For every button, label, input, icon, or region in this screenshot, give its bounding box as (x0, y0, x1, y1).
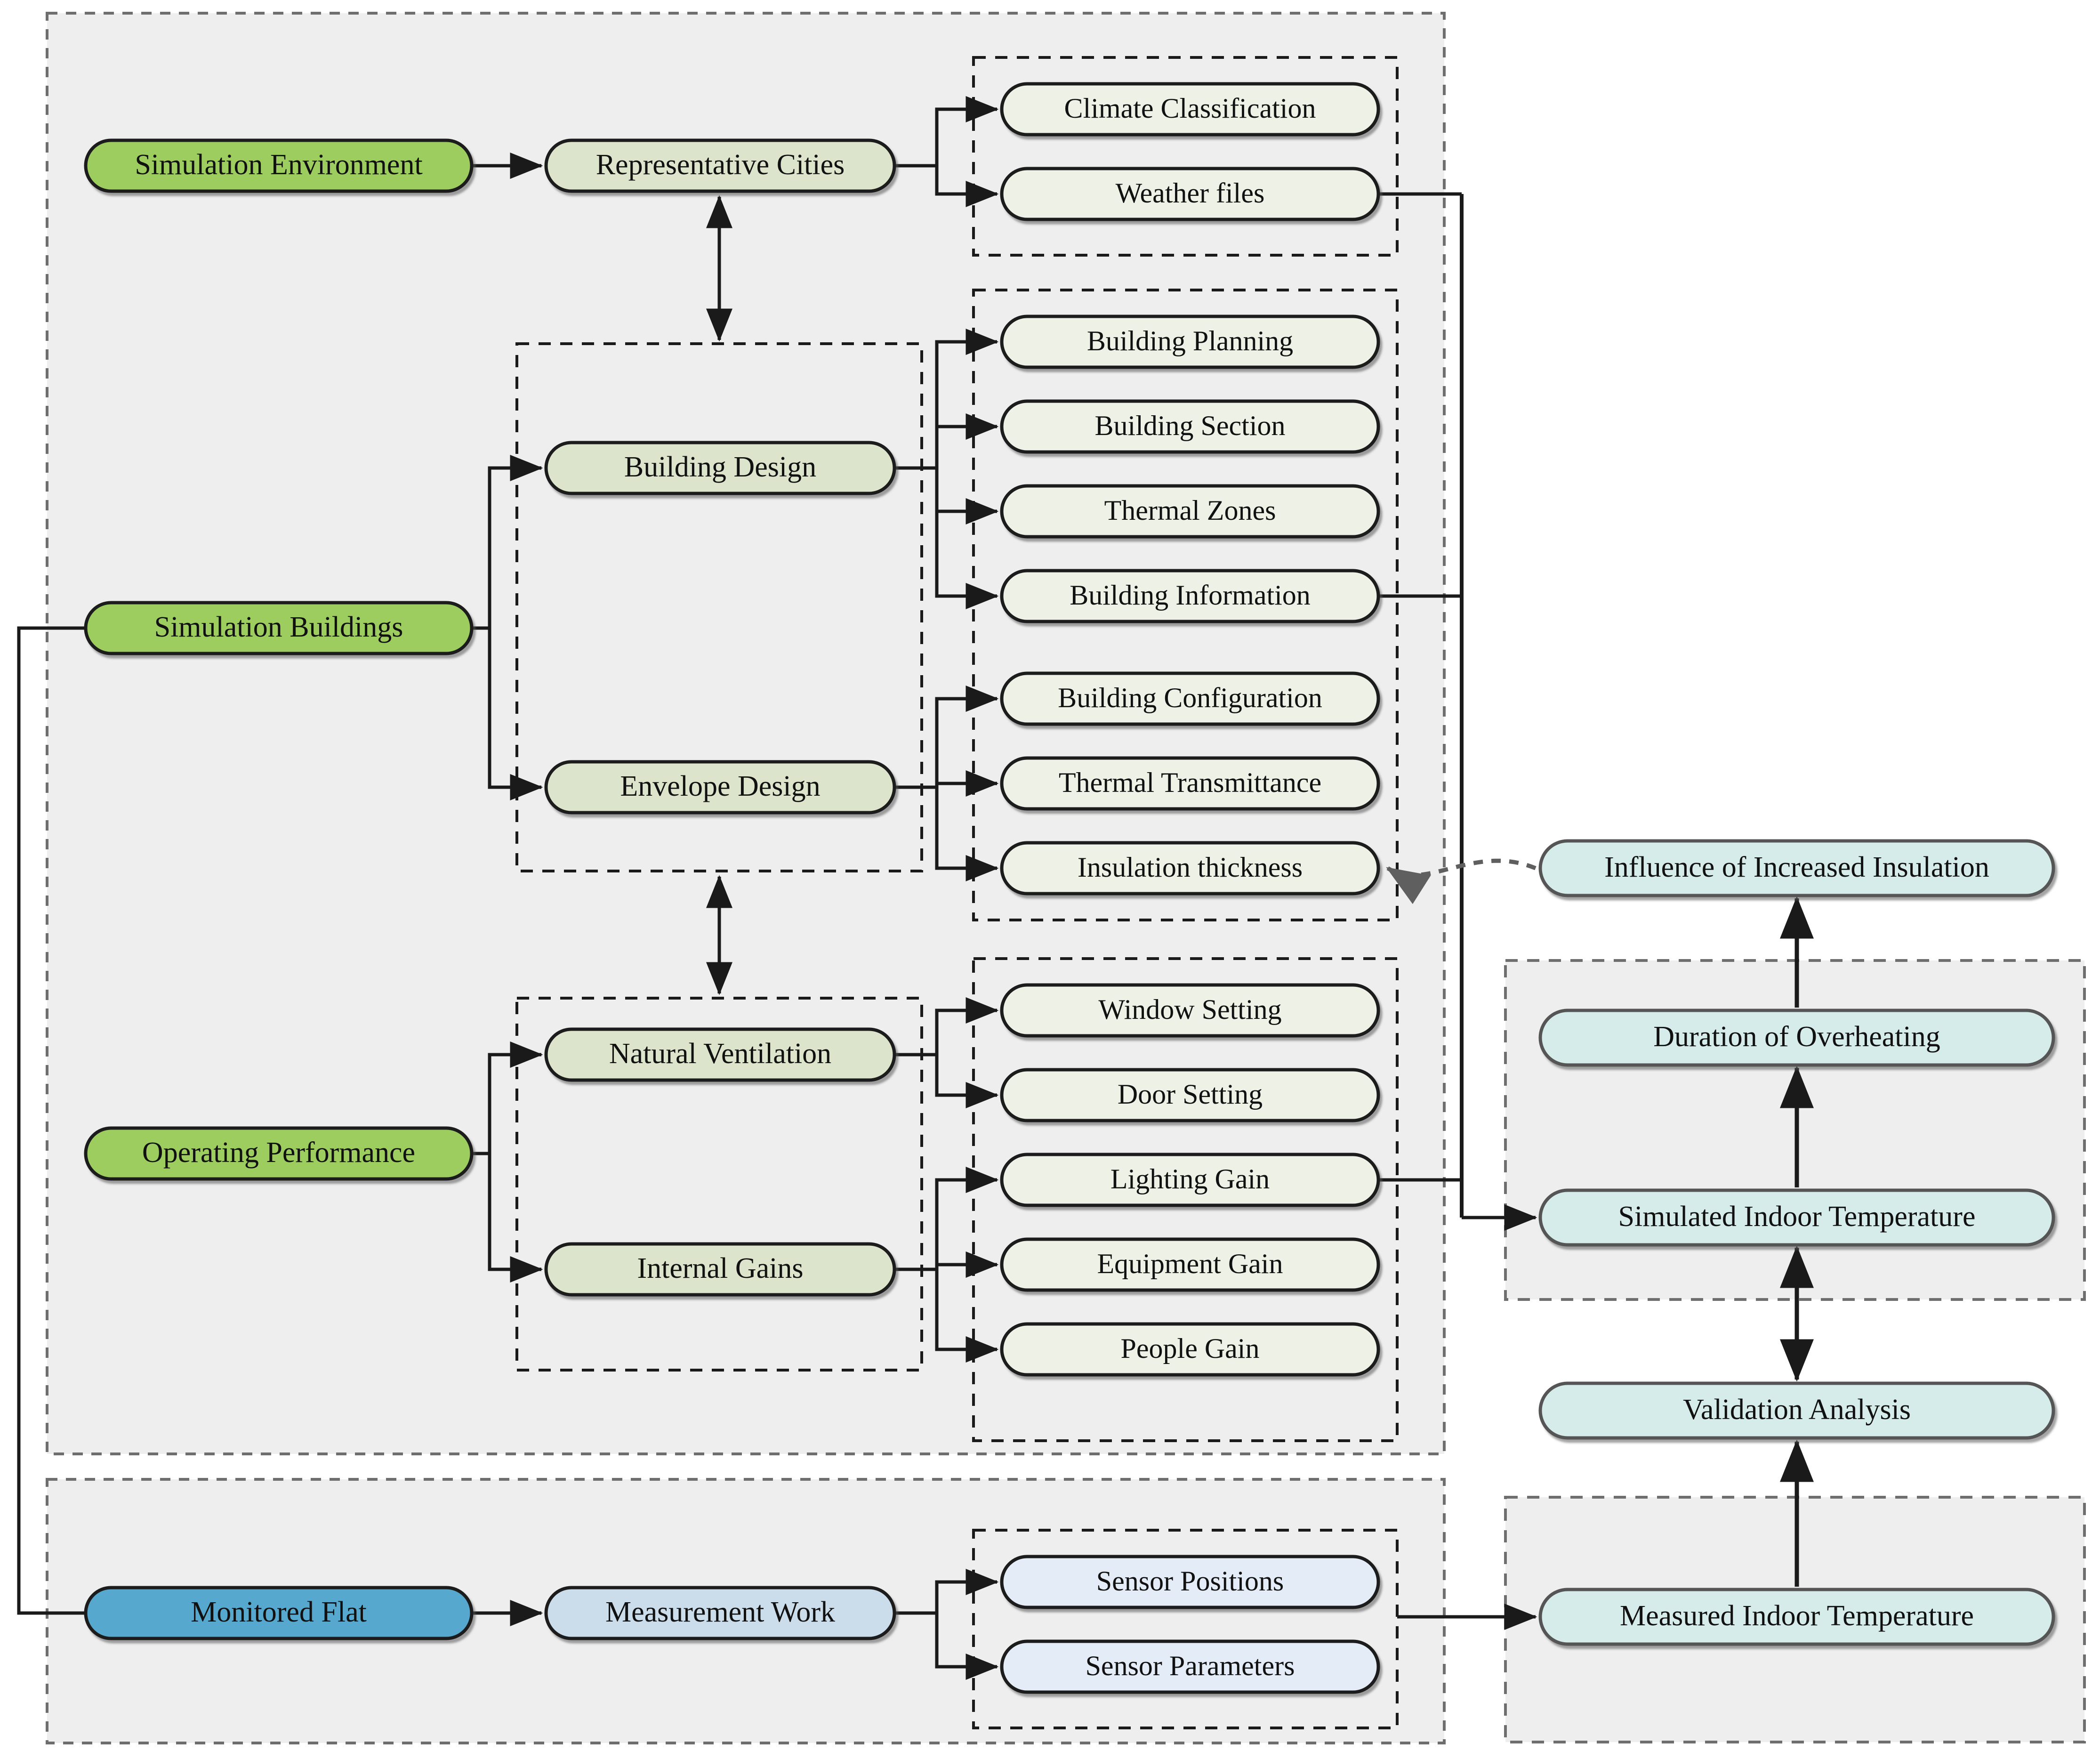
edge-cities-to-weather (935, 166, 999, 207)
edge-layer (17, 96, 1814, 1680)
node-envelope-design[interactable]: Envelope Design (544, 760, 896, 815)
group-box-design (515, 342, 923, 872)
group-box-building-items (972, 289, 1399, 921)
label-simulation-environment: Simulation Environment (135, 149, 422, 181)
edge-bd-to-info (935, 468, 999, 609)
label-building-section: Building Section (1095, 410, 1286, 441)
label-influence-of-increased-insulation: Influence of Increased Insulation (1604, 851, 1989, 883)
node-thermal-transmittance[interactable]: Thermal Transmittance (1000, 756, 1380, 811)
label-thermal-zones: Thermal Zones (1104, 495, 1276, 526)
node-sensor-positions[interactable]: Sensor Positions (1000, 1555, 1380, 1609)
label-sensor-positions: Sensor Positions (1096, 1565, 1284, 1597)
group-box-climate (972, 56, 1399, 257)
label-duration-of-overheating: Duration of Overheating (1653, 1021, 1940, 1053)
label-building-configuration: Building Configuration (1058, 682, 1322, 713)
label-lighting-gain: Lighting Gain (1110, 1163, 1270, 1194)
node-building-information[interactable]: Building Information (1000, 569, 1380, 623)
node-climate-classification[interactable]: Climate Classification (1000, 82, 1380, 137)
label-thermal-transmittance: Thermal Transmittance (1059, 767, 1321, 798)
node-people-gain[interactable]: People Gain (1000, 1322, 1380, 1377)
node-operating-performance[interactable]: Operating Performance (84, 1126, 474, 1181)
edge-influence-to-insulation (1386, 858, 1537, 904)
node-door-setting[interactable]: Door Setting (1000, 1068, 1380, 1122)
label-sensor-parameters: Sensor Parameters (1086, 1650, 1295, 1681)
node-validation-analysis[interactable]: Validation Analysis (1538, 1381, 2055, 1440)
edge-nv-to-window (935, 997, 999, 1055)
label-weather-files: Weather files (1116, 178, 1265, 209)
label-equipment-gain: Equipment Gain (1097, 1248, 1283, 1279)
label-simulated-indoor-temperature: Simulated Indoor Temperature (1618, 1201, 1976, 1233)
node-building-planning[interactable]: Building Planning (1000, 315, 1380, 369)
node-thermal-zones[interactable]: Thermal Zones (1000, 484, 1380, 539)
label-window-setting: Window Setting (1098, 994, 1281, 1025)
edge-ed-to-transmittance (935, 770, 999, 797)
node-sensor-parameters[interactable]: Sensor Parameters (1000, 1639, 1380, 1694)
label-measurement-work: Measurement Work (605, 1596, 835, 1628)
label-building-information: Building Information (1070, 580, 1311, 611)
node-building-section[interactable]: Building Section (1000, 399, 1380, 454)
edge-bd-to-section (935, 413, 999, 468)
node-simulated-indoor-temperature[interactable]: Simulated Indoor Temperature (1538, 1188, 2055, 1247)
edge-mw-to-sensor-positions (935, 1569, 999, 1613)
node-simulation-environment[interactable]: Simulation Environment (84, 138, 474, 193)
edge-ed-to-insulation (935, 787, 999, 881)
label-door-setting: Door Setting (1118, 1079, 1263, 1110)
edge-buildings-to-building-design (488, 455, 543, 628)
label-people-gain: People Gain (1121, 1333, 1260, 1364)
node-simulation-buildings[interactable]: Simulation Buildings (84, 601, 474, 655)
label-monitored-flat: Monitored Flat (191, 1596, 367, 1628)
node-building-configuration[interactable]: Building Configuration (1000, 671, 1380, 726)
edge-cities-to-climate (935, 96, 999, 166)
label-building-planning: Building Planning (1087, 325, 1293, 356)
label-insulation-thickness: Insulation thickness (1078, 852, 1303, 883)
node-equipment-gain[interactable]: Equipment Gain (1000, 1237, 1380, 1292)
node-influence-of-increased-insulation[interactable]: Influence of Increased Insulation (1538, 839, 2055, 897)
node-building-design[interactable]: Building Design (544, 441, 896, 495)
edge-ig-to-lighting (935, 1167, 999, 1269)
edge-op-to-gains (488, 1154, 543, 1283)
label-natural-ventilation: Natural Ventilation (609, 1038, 831, 1070)
label-representative-cities: Representative Cities (596, 149, 845, 181)
node-measured-indoor-temperature[interactable]: Measured Indoor Temperature (1538, 1588, 2055, 1646)
node-insulation-thickness[interactable]: Insulation thickness (1000, 841, 1380, 896)
label-building-design: Building Design (624, 451, 816, 483)
node-weather-files[interactable]: Weather files (1000, 167, 1380, 221)
label-measured-indoor-temperature: Measured Indoor Temperature (1620, 1600, 1974, 1632)
node-window-setting[interactable]: Window Setting (1000, 983, 1380, 1038)
edge-ig-to-people (935, 1269, 999, 1363)
edge-mw-to-sensor-parameters (935, 1613, 999, 1680)
label-climate-classification: Climate Classification (1064, 93, 1316, 124)
label-simulation-buildings: Simulation Buildings (154, 611, 403, 643)
node-natural-ventilation[interactable]: Natural Ventilation (544, 1027, 896, 1082)
group-box-operation-items (972, 957, 1399, 1442)
node-lighting-gain[interactable]: Lighting Gain (1000, 1153, 1380, 1207)
edge-buildings-to-envelope-design (488, 628, 543, 800)
edge-buildings-to-monitored-flat (17, 626, 86, 1615)
edge-ed-to-config (935, 686, 999, 787)
group-box-sensors (972, 1529, 1399, 1729)
label-validation-analysis: Validation Analysis (1683, 1394, 1911, 1426)
group-box-operation (515, 997, 923, 1372)
edge-nv-to-door (935, 1055, 999, 1108)
edge-ig-to-equipment (935, 1251, 999, 1278)
label-operating-performance: Operating Performance (142, 1137, 415, 1169)
node-measurement-work[interactable]: Measurement Work (544, 1586, 896, 1640)
node-internal-gains[interactable]: Internal Gains (544, 1242, 896, 1297)
node-duration-of-overheating[interactable]: Duration of Overheating (1538, 1009, 2055, 1067)
label-internal-gains: Internal Gains (637, 1252, 804, 1284)
label-envelope-design: Envelope Design (620, 770, 820, 802)
node-monitored-flat[interactable]: Monitored Flat (84, 1586, 474, 1640)
panel-simulation (46, 12, 1446, 1455)
edge-op-to-ventilation (488, 1041, 543, 1154)
node-representative-cities[interactable]: Representative Cities (544, 138, 896, 193)
